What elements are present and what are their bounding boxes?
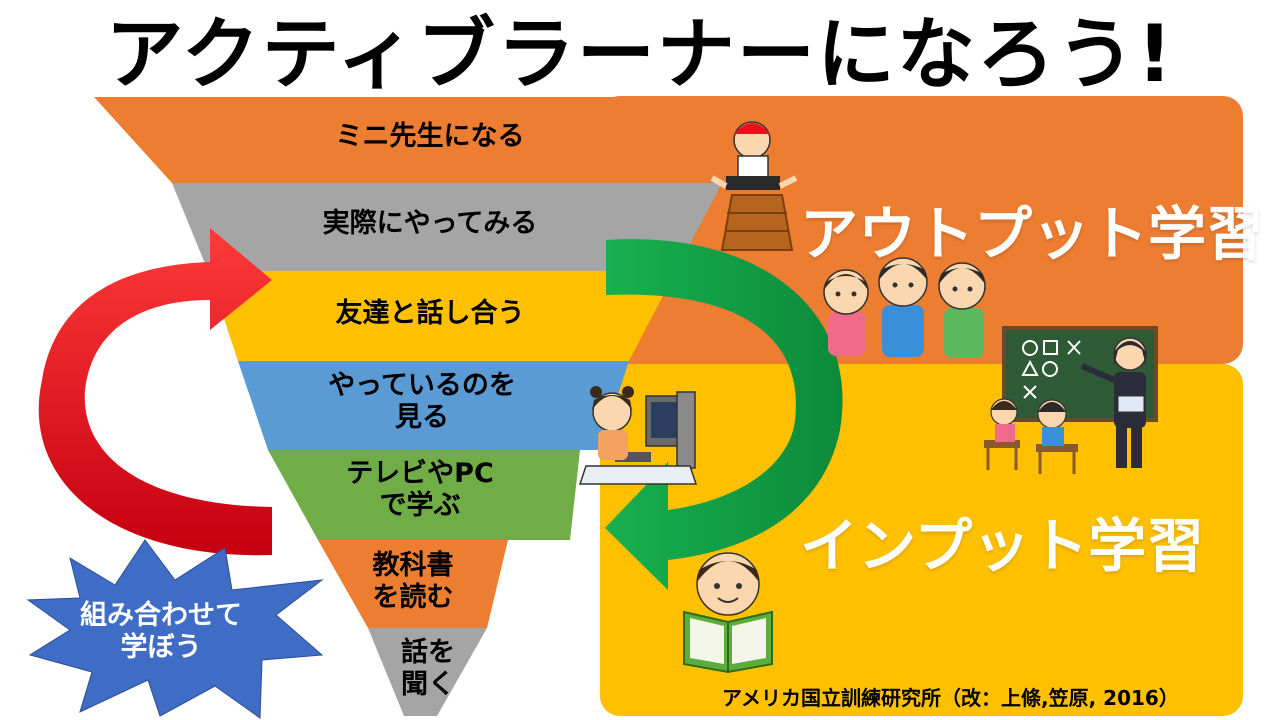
combine-burst-label: 組み合わせて 学ぼう	[80, 600, 242, 664]
layer-textbook	[318, 540, 508, 628]
output-learning-label: アウトプット学習	[800, 200, 1265, 268]
teacher-at-blackboard-icon	[984, 326, 1158, 474]
layer-label-listen: 話を 聞く	[401, 637, 455, 700]
layer-try-yourself	[172, 183, 722, 271]
page-title: アクティブラーナーになろう!	[105, 10, 1175, 100]
layer-label-tv-pc: テレビやPC で学ぶ	[346, 458, 494, 521]
layer-label-try-yourself: 実際にやってみる	[322, 208, 538, 239]
layer-label-discuss: 友達と話し合う	[335, 298, 525, 329]
red-cycle-arrow-icon	[38, 228, 272, 556]
layer-mini-teacher	[94, 97, 768, 183]
layer-label-watch: やっているのを 見る	[328, 370, 516, 433]
boy-reading-book-icon	[683, 552, 773, 674]
layer-listen	[368, 628, 487, 716]
student-on-vaulting-box-icon	[710, 121, 798, 251]
combine-burst-icon	[26, 539, 324, 719]
layer-discuss	[208, 271, 676, 361]
layer-tv-pc	[268, 450, 580, 540]
girl-at-computer-icon	[578, 386, 698, 485]
layer-label-mini-teacher: ミニ先生になる	[335, 121, 525, 152]
children-talking-icon	[823, 257, 986, 358]
layer-label-textbook: 教科書 を読む	[372, 550, 454, 613]
green-cycle-arrow-icon	[605, 239, 843, 590]
layer-watch	[238, 361, 629, 450]
source-credit: アメリカ国立訓練研究所（改：上條,笠原, 2016）	[722, 686, 1179, 710]
input-learning-label: インプット学習	[800, 512, 1205, 580]
